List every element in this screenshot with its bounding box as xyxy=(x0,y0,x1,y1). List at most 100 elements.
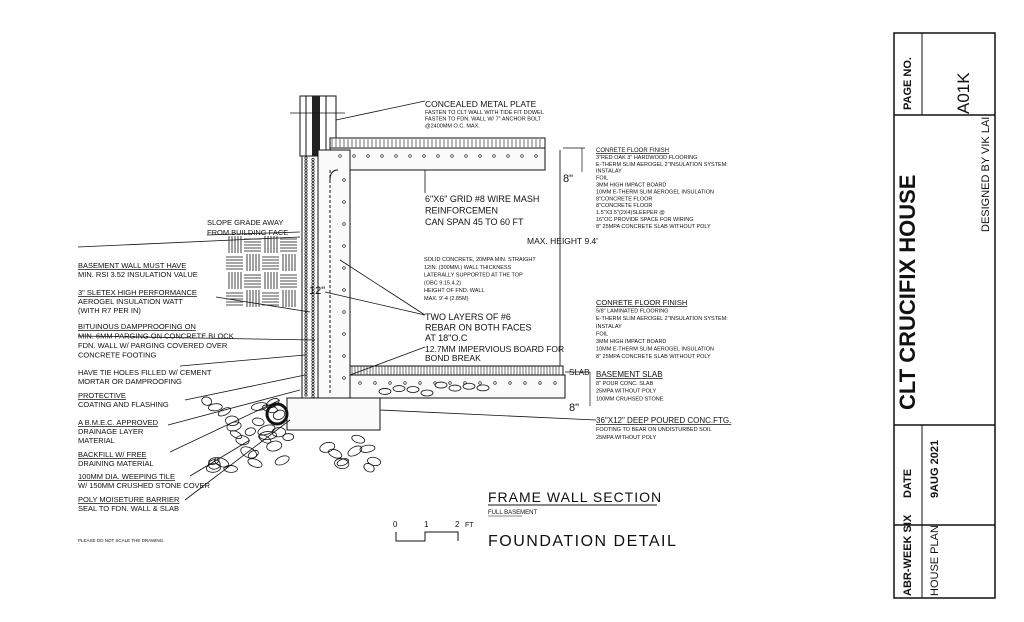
project-title: CLT CRUCIFIX HOUSE xyxy=(895,175,920,410)
note-line: 25MPA WITHOUT POLY xyxy=(596,435,657,441)
note-line: (OBC 9.15.4.2) xyxy=(424,280,461,286)
wall-thickness-dimension: 12" xyxy=(309,285,325,297)
note-line: MORTAR OR DAMPROOFING xyxy=(78,377,182,386)
note-line: DRAINAGE LAYER xyxy=(78,427,144,436)
note-line: 6"X6" GRID #8 WIRE MASH xyxy=(425,194,539,204)
designer: DESIGNED BY VIK LAI xyxy=(980,117,992,232)
note-line: 3"RED OAK 3" HARDWOOD FLOORING xyxy=(596,155,697,161)
note-line: CAN SPAN 45 TO 60 FT xyxy=(425,217,524,227)
note-line: SEAL TO FDN. WALL & SLAB xyxy=(78,504,179,513)
note-line: BOND BREAK xyxy=(425,353,481,363)
note-line: MIN. RSI 3.52 INSULATION VALUE xyxy=(78,270,198,279)
note-line: BACKFILL W/ FREE xyxy=(78,450,147,459)
note-line: BASEMENT WALL MUST HAVE xyxy=(78,261,186,270)
note-line: 100MM CRUHSED STONE xyxy=(596,396,664,402)
detail-title: FOUNDATION DETAIL xyxy=(488,533,677,550)
slab-label: SLAB xyxy=(569,368,589,377)
note-line: REBAR ON BOTH FACES xyxy=(425,323,532,333)
note-line: INSTALAY xyxy=(596,324,622,330)
note-line: 8"CONCRETE FLOOR xyxy=(596,196,652,202)
date-value: 9AUG 2021 xyxy=(929,440,941,498)
section-subtitle: FULL BASEMENT xyxy=(488,510,537,516)
note-line: CONCEALED METAL PLATE xyxy=(425,99,537,109)
note-max-height: MAX. HEIGHT 9.4' xyxy=(527,236,598,246)
note-line: INSTALAY xyxy=(596,169,622,175)
scale-bar: 0 1 2 FT xyxy=(393,520,474,542)
note-line: 10MM E-THERM SLIM AEROGEL INSULATION xyxy=(596,347,714,353)
scale-unit: FT xyxy=(465,522,474,529)
note-line: SOLID CONCRETE, 20MPA MIN. STRAIGHT xyxy=(424,257,536,263)
note-line: 8"CONCRETE FLOOR xyxy=(596,203,652,209)
note-line: CONCRETE FOOTING xyxy=(78,351,156,360)
note-line: FOOTING TO BEAR ON UNDISTURBED SOIL xyxy=(596,427,712,433)
note-line: 3" SLETEX HIGH PERFORMANCE xyxy=(78,288,197,297)
note-line: FASTEN TO FDN. WALL W/ 7" ANCHOR BOLT xyxy=(425,117,542,123)
note-line: 12IN. (300MM.) WALL THICKNESS xyxy=(424,265,512,271)
grade-soil-hatch xyxy=(226,236,297,307)
scale-tick-1: 1 xyxy=(424,520,429,529)
note-basement-slab: BASEMENT SLAB 8" POUR CONC. SLAB 25MPA WIT… xyxy=(596,370,664,402)
lower-slab-dimension: 8" xyxy=(569,402,579,414)
note-line: BASEMENT SLAB xyxy=(596,370,663,379)
note-line: PROTECTIVE xyxy=(78,391,126,400)
leader-lines xyxy=(77,100,597,501)
basement-slab xyxy=(349,365,566,399)
note-line: @2400MM O.C. MAX. xyxy=(425,123,480,129)
note-line: (WITH R7 PER IN) xyxy=(78,306,141,315)
upper-floor-slab xyxy=(329,137,546,171)
note-line: 3MM HIGH IMPACT BOARD xyxy=(596,183,666,189)
note-line: COATING AND FLASHING xyxy=(78,400,169,409)
note-line: POLY MOISETURE BARRIER xyxy=(78,495,180,504)
note-line: REINFORCEMEN xyxy=(425,206,498,216)
footing xyxy=(286,397,381,431)
note-line: W/ 150MM CRUSHED STONE COVER xyxy=(78,481,211,490)
note-line: AT 18"O.C xyxy=(425,333,468,343)
date-label: DATE xyxy=(902,469,914,498)
note-line: E-THERM SLIM AEROGEL 2"INSULATION SYSTEM… xyxy=(596,162,728,168)
note-line: MATERIAL xyxy=(78,436,115,445)
note-line: 25MPA WITHOUT POLY xyxy=(596,389,657,395)
note-line: 10MM E-THERM SLIM AEROGEL INSULATION xyxy=(596,189,714,195)
note-line: 12.7MM IMPERVIOUS BOARD FOR xyxy=(425,344,564,354)
note-line: HAVE TIE HOLES FILLED W/ CEMENT xyxy=(78,368,212,377)
weeping-tile xyxy=(265,402,289,426)
note-line: 8" POUR CONC. SLAB xyxy=(596,381,654,387)
note-line: MIN. 6MM PARGING ON CONCRETE BLOCK xyxy=(78,332,234,341)
note-line: MAX. HEIGHT 9.4' xyxy=(527,236,598,246)
scale-tick-2: 2 xyxy=(455,520,460,529)
note-line: 36"X12" DEEP POURED CONC.FTG. xyxy=(596,416,731,425)
note-line: FOIL xyxy=(596,176,608,182)
note-line: 100MM DIA. WEEPING TILE xyxy=(78,472,175,481)
insulation-layer xyxy=(301,155,319,399)
note-line: HEIGHT OF FND. WALL xyxy=(424,288,485,294)
title-block: PAGE NO. A01K CLT CRUCIFIX HOUSE DESIGNE… xyxy=(893,32,996,599)
note-line: BITUINOUS DAMPPROOFING ON xyxy=(78,322,196,331)
note-line: FDN. WALL W/ PARGING COVERED OVER xyxy=(78,341,228,350)
page-no-label: PAGE NO. xyxy=(902,57,914,110)
note-line: DRAINING MATERIAL xyxy=(78,459,154,468)
note-line: E-THERM SLIM AEROGEL 2"INSULATION SYSTEM… xyxy=(596,316,728,322)
note-footing: 36"X12" DEEP POURED CONC.FTG. FOOTING TO … xyxy=(596,416,732,441)
note-line: 5/8" LAMINATED FLOORING xyxy=(596,309,668,315)
note-line: FASTEN TO CLT WALL WITH TIDE FIT DOWEL xyxy=(425,110,544,116)
note-line: LATERALLY SUPPORTED AT THE TOP xyxy=(424,273,523,279)
note-line: SLOPE GRADE AWAY xyxy=(207,218,283,227)
note-line: FROM BUILDING FACE xyxy=(207,228,288,237)
concrete-wall xyxy=(317,149,351,401)
page-no: A01K xyxy=(954,72,973,114)
note-line: TWO LAYERS OF #6 xyxy=(425,312,511,322)
note-line: CONRETE FLOOR FINISH xyxy=(596,148,669,154)
note-line: 1.5"X3.5"(2X4)SLEEPER @ xyxy=(596,210,665,216)
dimensions: 8" 12" SLAB 8" xyxy=(309,173,589,414)
note-line: 3MM HIGH IMPACT BOARD xyxy=(596,339,666,345)
